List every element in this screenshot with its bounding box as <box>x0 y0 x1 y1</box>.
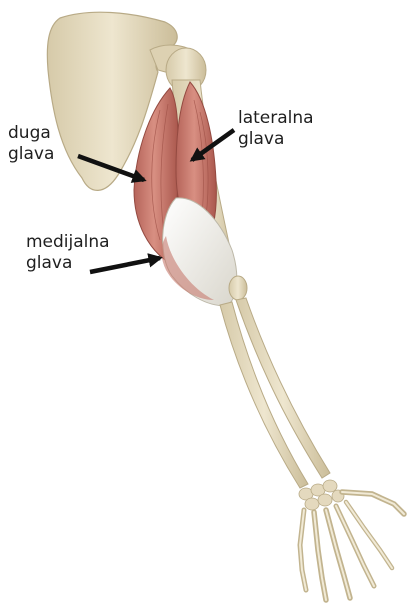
label-long-head: duga glava <box>8 123 54 165</box>
ulna <box>220 302 308 488</box>
label-medial-head: medijalna glava <box>26 232 110 274</box>
olecranon <box>229 276 247 300</box>
label-lateral-head: lateralna glava <box>238 108 314 150</box>
triceps-tendon <box>163 198 237 306</box>
